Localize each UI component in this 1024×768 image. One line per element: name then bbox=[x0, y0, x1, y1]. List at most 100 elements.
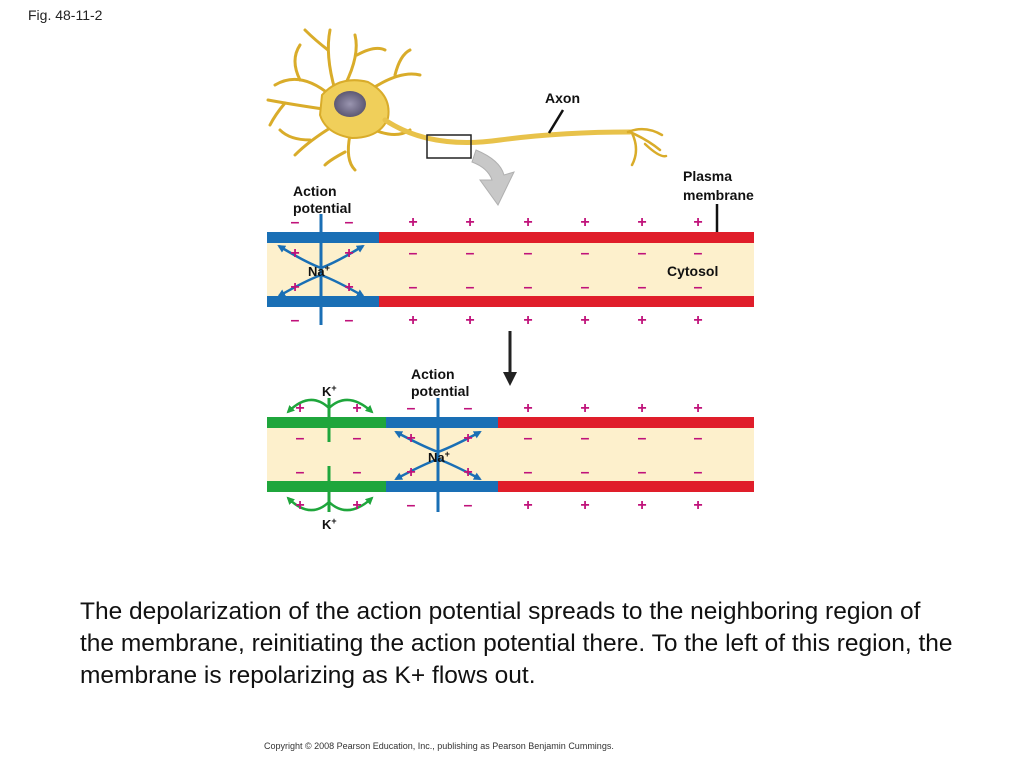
charge-sign-positive: + bbox=[637, 312, 646, 329]
na-arrow-ur bbox=[320, 244, 365, 270]
charge-sign-positive: + bbox=[406, 464, 415, 481]
charge-sign-negative: – bbox=[345, 214, 354, 231]
membrane-resting-lower bbox=[379, 296, 754, 307]
charge-sign-negative: – bbox=[353, 430, 362, 447]
charge-sign-positive: + bbox=[580, 312, 589, 329]
plasma-membrane-label: Plasma membrane bbox=[683, 168, 754, 203]
charge-sign-negative: – bbox=[291, 312, 300, 329]
copyright-notice: Copyright © 2008 Pearson Education, Inc.… bbox=[264, 741, 614, 751]
charge-sign-positive: + bbox=[465, 214, 474, 231]
charge-sign-positive: + bbox=[352, 497, 361, 514]
cytosol-region-bottom bbox=[267, 428, 754, 481]
charge-sign-positive: + bbox=[693, 312, 702, 329]
k-flux-top: K+ bbox=[286, 383, 374, 442]
charge-sign-negative: – bbox=[524, 279, 533, 296]
k-arrow-lower-right bbox=[328, 496, 374, 512]
charge-sign-negative: – bbox=[694, 279, 703, 296]
charge-sign-negative: – bbox=[296, 464, 305, 481]
charge-sign-positive: + bbox=[352, 400, 361, 417]
k-label-bottom: K+ bbox=[322, 516, 337, 532]
charge-sign-positive: + bbox=[408, 214, 417, 231]
zoom-box bbox=[426, 134, 472, 159]
zoom-arrow bbox=[471, 149, 515, 206]
axon-label: Axon bbox=[545, 90, 580, 106]
na-arrow-lr bbox=[320, 273, 365, 298]
charge-sign-negative: – bbox=[409, 279, 418, 296]
na-label-top: Na+ bbox=[308, 263, 330, 279]
charge-sign-positive: + bbox=[580, 400, 589, 417]
membrane-repolarizing-upper bbox=[267, 417, 386, 428]
membrane-active-upper-2 bbox=[386, 417, 498, 428]
charge-sign-positive: + bbox=[580, 497, 589, 514]
figure-caption: The depolarization of the action potenti… bbox=[80, 598, 953, 689]
membrane-resting-lower-2 bbox=[498, 481, 754, 492]
action-potential-diagram: Axon Plasma membrane Action potential Cy… bbox=[266, 28, 754, 532]
charge-sign-negative: – bbox=[694, 430, 703, 447]
charge-sign-negative: – bbox=[638, 464, 647, 481]
charge-sign-positive: + bbox=[344, 245, 353, 262]
charge-sign-negative: – bbox=[409, 245, 418, 262]
charge-sign-positive: + bbox=[637, 497, 646, 514]
charge-sign-positive: + bbox=[523, 312, 532, 329]
charge-sign-negative: – bbox=[345, 312, 354, 329]
action-potential-label-bottom: Action potential bbox=[411, 366, 469, 399]
na-label-bottom: Na+ bbox=[428, 449, 450, 465]
transition-arrow bbox=[503, 331, 517, 386]
na-arrow-ul bbox=[277, 244, 322, 270]
charge-sign-negative: – bbox=[581, 279, 590, 296]
na-arrow-ul-2 bbox=[394, 430, 439, 454]
axon-segment-top bbox=[267, 232, 754, 307]
charge-sign-positive: + bbox=[295, 400, 304, 417]
na-arrow-ll bbox=[277, 273, 322, 298]
charge-sign-positive: + bbox=[290, 279, 299, 296]
figure-label: Fig. 48-11-2 bbox=[28, 7, 103, 23]
charge-sign-positive: + bbox=[580, 214, 589, 231]
charge-sign-positive: + bbox=[406, 430, 415, 447]
charge-sign-positive: + bbox=[523, 497, 532, 514]
charge-sign-negative: – bbox=[296, 430, 305, 447]
axon bbox=[382, 117, 633, 145]
charge-sign-negative: – bbox=[291, 214, 300, 231]
charge-sign-positive: + bbox=[693, 497, 702, 514]
membrane-repolarizing-lower bbox=[267, 481, 386, 492]
charge-sign-positive: + bbox=[693, 400, 702, 417]
k-arrow-lower-left bbox=[286, 496, 330, 512]
axon-segment-bottom bbox=[267, 417, 754, 492]
membrane-active-upper bbox=[267, 232, 379, 243]
charge-sign-negative: – bbox=[464, 400, 473, 417]
nucleus bbox=[334, 91, 366, 117]
charge-sign-positive: + bbox=[295, 497, 304, 514]
charge-sign-positive: + bbox=[523, 214, 532, 231]
charge-sign-positive: + bbox=[463, 464, 472, 481]
charge-sign-negative: – bbox=[581, 464, 590, 481]
charge-sign-positive: + bbox=[408, 312, 417, 329]
axon-leader bbox=[547, 109, 565, 134]
membrane-resting-upper-2 bbox=[498, 417, 754, 428]
charge-sign-negative: – bbox=[581, 430, 590, 447]
charge-sign-positive: + bbox=[637, 214, 646, 231]
na-arrow-ur-2 bbox=[437, 430, 482, 454]
charge-sign-negative: – bbox=[524, 464, 533, 481]
charge-sign-negative: – bbox=[638, 430, 647, 447]
axon-terminals bbox=[626, 127, 668, 167]
charge-sign-negative: – bbox=[524, 245, 533, 262]
charge-sign-negative: – bbox=[466, 245, 475, 262]
charge-sign-positive: + bbox=[344, 279, 353, 296]
k-arrow-upper-left bbox=[286, 398, 330, 414]
membrane-active-lower-2 bbox=[386, 481, 498, 492]
na-arrow-ll-2 bbox=[394, 457, 439, 481]
k-flux-bottom: K+ bbox=[286, 466, 374, 532]
charge-sign-negative: – bbox=[407, 497, 416, 514]
charge-sign-negative: – bbox=[353, 464, 362, 481]
charge-sign-negative: – bbox=[524, 430, 533, 447]
neuron-illustration bbox=[266, 28, 668, 172]
charge-sign-positive: + bbox=[693, 214, 702, 231]
charge-sign-negative: – bbox=[466, 279, 475, 296]
charge-signs-top: –++––++–+––++––++––++––++––++––+ bbox=[290, 214, 702, 329]
charge-sign-negative: – bbox=[581, 245, 590, 262]
charge-sign-positive: + bbox=[290, 245, 299, 262]
charge-sign-negative: – bbox=[638, 245, 647, 262]
na-flux-bottom: Na+ bbox=[394, 398, 482, 512]
charge-sign-positive: + bbox=[523, 400, 532, 417]
cytosol-label: Cytosol bbox=[667, 263, 718, 279]
